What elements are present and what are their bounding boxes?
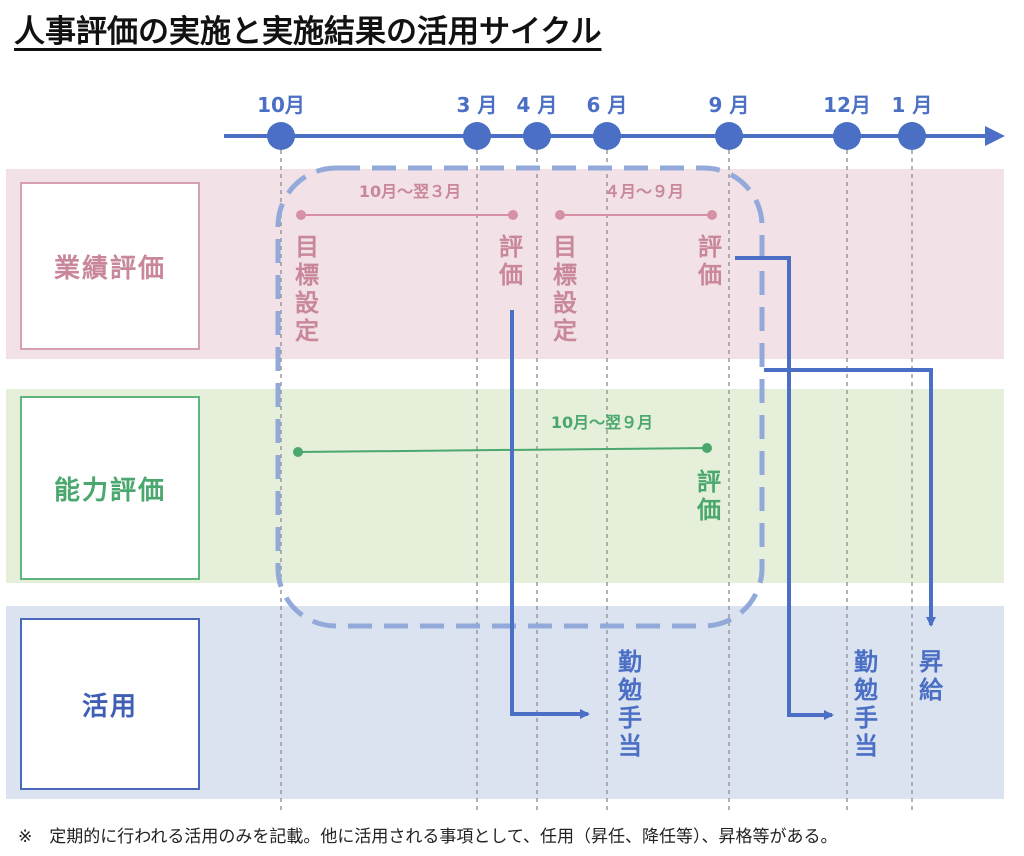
katsuyo-label: 活用: [20, 618, 200, 790]
svg-text:目: 目: [295, 233, 319, 261]
noryoku-period-label: 10月～翌９月: [551, 413, 653, 432]
node-oct: [267, 122, 295, 150]
svg-text:評: 評: [499, 233, 523, 261]
evaluation-cycle-frame: [275, 165, 765, 629]
arrow-to-shokyu: [764, 368, 936, 627]
mokuhyo-settei-oct: 目 標 設 定: [295, 233, 320, 345]
gyoseki-period-second: ４月～９月: [604, 182, 684, 201]
svg-text:評: 評: [698, 233, 722, 261]
svg-text:当: 当: [854, 732, 878, 760]
svg-text:手: 手: [854, 704, 878, 732]
month-label-dec: 12月: [823, 93, 871, 117]
katsuyo-events: 勤 勉 手 当 勤 勉 手 当 昇 給: [617, 648, 944, 760]
arrow-sep-to-kinben: [735, 256, 834, 720]
svg-text:勤: 勤: [854, 648, 878, 676]
node-jun: [593, 122, 621, 150]
gyoseki-period-first: 10月～翌３月: [359, 182, 461, 201]
noryoku-period: 10月～翌９月: [293, 413, 712, 457]
svg-text:価: 価: [498, 261, 523, 289]
gyoseki-events: 目 標 設 定 評 価 目 標 設 定 評 価: [295, 233, 722, 345]
mokuhyo-settei-apr: 目 標 設 定: [553, 233, 578, 345]
page-title: 人事評価の実施と実施結果の活用サイクル: [14, 14, 602, 50]
svg-text:設: 設: [295, 289, 320, 317]
hyoka-sep: 評 価: [697, 233, 722, 289]
svg-text:定: 定: [553, 317, 577, 345]
flow-arrows: [510, 256, 936, 720]
hyoka-mar: 評 価: [498, 233, 523, 289]
month-guides: [280, 150, 913, 812]
node-dec: [833, 122, 861, 150]
svg-text:価: 価: [697, 261, 722, 289]
noryoku-hyoka-sep: 評 価: [696, 468, 721, 524]
svg-text:手: 手: [618, 704, 642, 732]
timeline-arrowhead: [985, 126, 1005, 146]
svg-text:勤: 勤: [618, 648, 642, 676]
svg-text:勉: 勉: [617, 676, 642, 704]
month-label-oct: 10月: [257, 93, 305, 117]
svg-text:評: 評: [697, 468, 721, 496]
node-sep: [715, 122, 743, 150]
month-labels: 10月 3 月 4 月 6 月 9 月 12月 1 月: [257, 93, 932, 117]
svg-text:目: 目: [553, 233, 577, 261]
shokyu-jan: 昇 給: [919, 648, 944, 704]
gyoseki-label: 業績評価: [20, 182, 200, 350]
svg-text:勉: 勉: [853, 676, 878, 704]
gyoseki-periods: 10月～翌３月 ４月～９月: [296, 182, 717, 220]
month-label-jun: 6 月: [587, 93, 628, 117]
month-label-apr: 4 月: [517, 93, 558, 117]
svg-text:標: 標: [553, 261, 577, 289]
node-jan: [898, 122, 926, 150]
month-nodes: [267, 122, 926, 150]
svg-text:標: 標: [295, 261, 319, 289]
month-label-sep: 9 月: [709, 93, 750, 117]
svg-text:給: 給: [919, 676, 944, 704]
kinben-teate-dec: 勤 勉 手 当: [853, 648, 878, 760]
noryoku-label: 能力評価: [20, 396, 200, 580]
svg-text:昇: 昇: [919, 648, 943, 676]
month-label-jan: 1 月: [892, 93, 933, 117]
arrow-mar-to-kinben: [510, 310, 590, 719]
kinben-teate-jun: 勤 勉 手 当: [617, 648, 642, 760]
svg-text:設: 設: [553, 289, 578, 317]
node-apr: [523, 122, 551, 150]
month-label-mar: 3 月: [457, 93, 498, 117]
svg-text:定: 定: [295, 317, 319, 345]
footnote: ※ 定期的に行われる活用のみを記載。他に活用される事項として、任用（昇任、降任等…: [18, 827, 838, 847]
svg-text:当: 当: [618, 732, 642, 760]
node-mar: [463, 122, 491, 150]
svg-text:価: 価: [696, 496, 721, 524]
